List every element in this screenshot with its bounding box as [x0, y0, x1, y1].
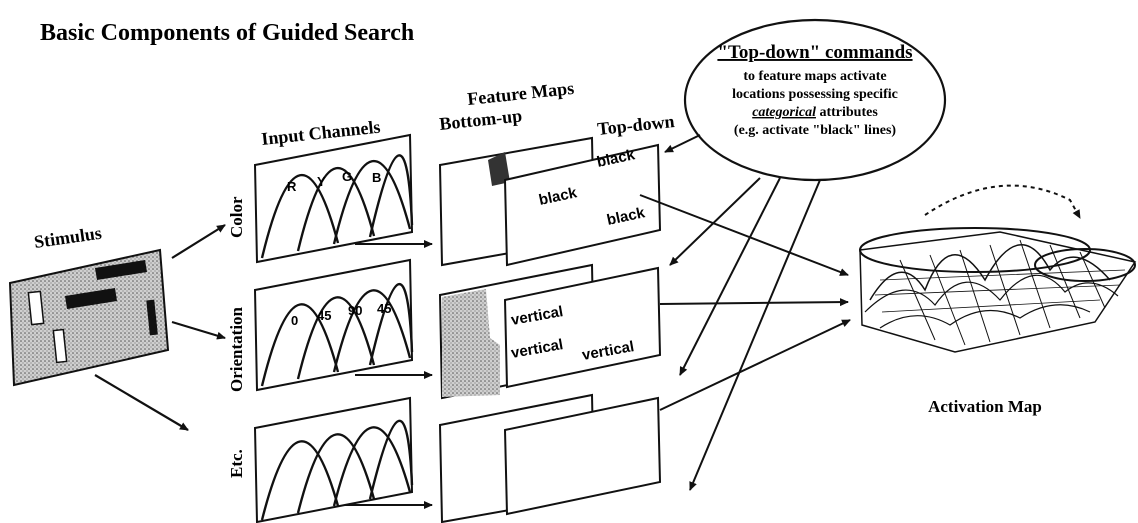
orientation-channel-panel	[253, 258, 414, 392]
stimulus-label: Stimulus	[33, 223, 103, 252]
orientation-curve-label-90: 90	[348, 303, 362, 318]
color-top-down-map	[503, 143, 662, 267]
arrow-topdown-to-color	[664, 134, 701, 153]
etc-top-down-map	[503, 396, 662, 516]
orientation-top-down-map	[503, 266, 662, 389]
arrow-topdown-to-orientation	[669, 177, 761, 266]
color-curve-label-g: G	[342, 169, 352, 184]
orientation-curve-label-0: 0	[291, 313, 298, 328]
arrow-orientation-to-activation	[659, 298, 849, 307]
arrow-stimulus-to-color	[171, 224, 226, 259]
stimulus-image	[8, 248, 170, 387]
arrow-topdown-to-etc-lower	[689, 179, 821, 491]
top-down-line-3: categorical attributes	[752, 105, 878, 120]
color-channel-label: Color	[227, 196, 246, 238]
color-curve-label-r: R	[287, 179, 297, 194]
arrow-color-to-activation	[639, 194, 849, 276]
feature-maps-label: Feature Maps	[466, 78, 575, 109]
diagram-title: Basic Components of Guided Search	[40, 20, 414, 46]
top-down-commands-bubble	[683, 18, 947, 182]
activation-map-surface	[859, 184, 1137, 353]
top-down-commands-heading: "Top-down" commands	[717, 42, 912, 63]
orientation-channel-label: Orientation	[227, 306, 246, 392]
arrow-stimulus-to-orientation	[171, 320, 226, 340]
top-down-line-4: (e.g. activate "black" lines)	[734, 123, 896, 138]
top-down-line-2: locations possessing specific	[732, 87, 898, 102]
bottom-up-label: Bottom-up	[438, 105, 523, 134]
arrow-etc-to-activation	[659, 319, 851, 411]
etc-channel-label: Etc.	[227, 449, 246, 478]
arrow-topdown-to-etc	[679, 177, 781, 376]
color-curve-label-b: B	[372, 170, 381, 185]
activation-map-label: Activation Map	[928, 397, 1042, 416]
color-channel-panel	[253, 133, 414, 264]
orientation-curve-label-45a: 45	[317, 308, 331, 323]
color-curve-label-y: Y	[317, 174, 326, 189]
etc-channel-panel	[253, 396, 414, 523]
top-down-line-1: to feature maps activate	[743, 69, 886, 84]
arrow-stimulus-to-etc	[94, 374, 189, 431]
top-down-label: Top-down	[596, 111, 675, 139]
orientation-curve-label-45b: 45	[377, 301, 391, 316]
